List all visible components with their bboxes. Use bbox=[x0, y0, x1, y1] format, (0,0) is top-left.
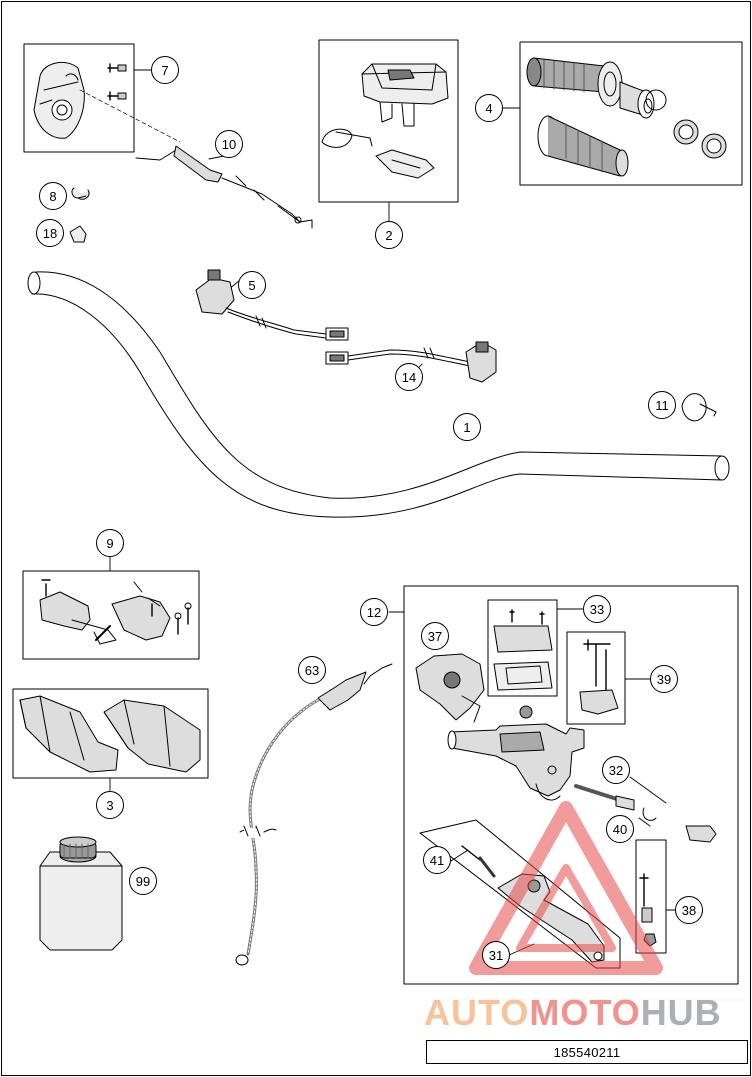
diagram-part-number: 185540211 bbox=[426, 1040, 748, 1064]
clutch-perch-drawing bbox=[415, 653, 485, 723]
fluid-can-drawing bbox=[39, 836, 123, 951]
callout-2: 2 bbox=[375, 221, 403, 249]
cable-tie-drawing bbox=[681, 393, 717, 422]
watermark-auto: AUTO bbox=[424, 992, 530, 1033]
callout-18: 18 bbox=[36, 219, 64, 247]
callout-14: 14 bbox=[395, 363, 423, 391]
hand-guard-mount-box bbox=[22, 570, 200, 660]
callout-37: 37 bbox=[421, 622, 449, 650]
grip-set-drawing bbox=[526, 57, 727, 177]
throttle-housing-drawing bbox=[33, 61, 181, 143]
callout-63: 63 bbox=[298, 656, 326, 684]
throttle-cable-drawing bbox=[135, 145, 313, 229]
callout-3: 3 bbox=[96, 791, 124, 819]
callout-5: 5 bbox=[238, 271, 266, 299]
watermark-moto: MOTO bbox=[529, 992, 641, 1033]
hand-guard-mount-drawing bbox=[39, 579, 192, 645]
master-cylinder-drawing bbox=[447, 705, 585, 801]
callout-4: 4 bbox=[475, 94, 503, 122]
callout-38: 38 bbox=[675, 896, 703, 924]
grip-set-box bbox=[519, 41, 743, 186]
cable-guide-drawing bbox=[69, 225, 87, 243]
watermark-hub: HUB bbox=[640, 992, 722, 1033]
callout-12: 12 bbox=[360, 598, 388, 626]
clutch-hose-drawing bbox=[235, 663, 393, 966]
callout-9: 9 bbox=[96, 529, 124, 557]
callout-32: 32 bbox=[602, 756, 630, 784]
lever-pin-drawing bbox=[461, 845, 496, 878]
clamp-drawing bbox=[579, 639, 619, 715]
automotohub-logo-triangle bbox=[439, 801, 747, 1001]
start-button-drawing bbox=[325, 341, 497, 383]
callout-39: 39 bbox=[650, 665, 678, 693]
hand-guard-box bbox=[12, 688, 209, 779]
bar-pad-box bbox=[318, 39, 459, 203]
callout-31: 31 bbox=[482, 941, 510, 969]
callout-7: 7 bbox=[151, 56, 179, 84]
clutch-master-cylinder-box bbox=[403, 585, 739, 985]
callout-11: 11 bbox=[648, 391, 676, 419]
kill-switch-drawing bbox=[195, 269, 349, 341]
automotohub-watermark: AUTOMOTOHUB bbox=[424, 992, 722, 1034]
cover-set-box bbox=[487, 599, 558, 697]
hand-guards-drawing bbox=[19, 695, 201, 773]
callout-33: 33 bbox=[583, 595, 611, 623]
callout-1: 1 bbox=[453, 413, 481, 441]
callout-99: 99 bbox=[129, 867, 157, 895]
throttle-housing-box bbox=[23, 43, 135, 153]
reservoir-cover-drawing bbox=[493, 609, 553, 691]
callout-41: 41 bbox=[423, 846, 451, 874]
cable-clip-drawing bbox=[71, 187, 90, 200]
clamp-set-box bbox=[566, 631, 626, 725]
callout-10: 10 bbox=[215, 130, 243, 158]
piston-set-drawing bbox=[574, 784, 717, 843]
callout-40: 40 bbox=[606, 815, 634, 843]
callout-8: 8 bbox=[39, 182, 67, 210]
handlebar-drawing bbox=[27, 271, 730, 518]
bar-pad-drawing bbox=[321, 63, 449, 179]
